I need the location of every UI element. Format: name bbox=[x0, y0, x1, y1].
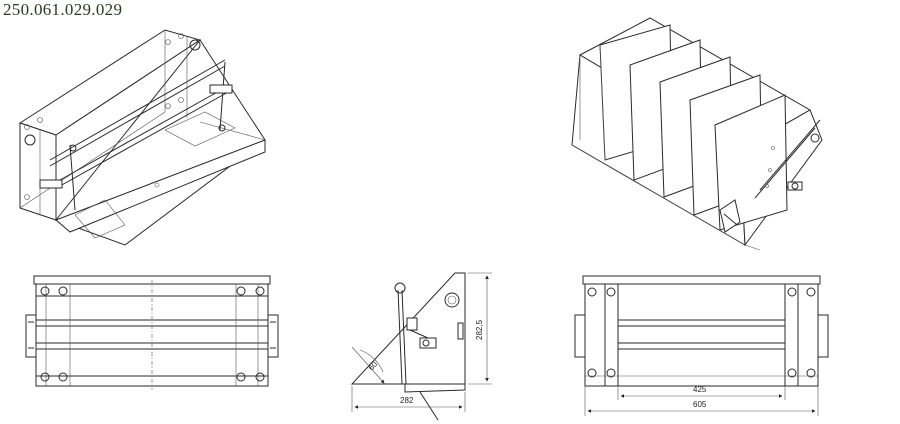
iso-view-closed bbox=[571, 17, 823, 251]
depth-dimension: 282 bbox=[400, 396, 414, 405]
front-view bbox=[25, 275, 279, 390]
part-number: 250.061.029.029 bbox=[3, 0, 123, 19]
inner-width-dimension: 425 bbox=[693, 385, 707, 394]
overall-width-dimension: 605 bbox=[693, 400, 707, 409]
side-view: 60 282,5 282 bbox=[350, 272, 492, 421]
height-dimension: 282,5 bbox=[475, 319, 484, 340]
rear-view: 425 605 bbox=[574, 275, 829, 416]
iso-view-open bbox=[18, 29, 266, 246]
